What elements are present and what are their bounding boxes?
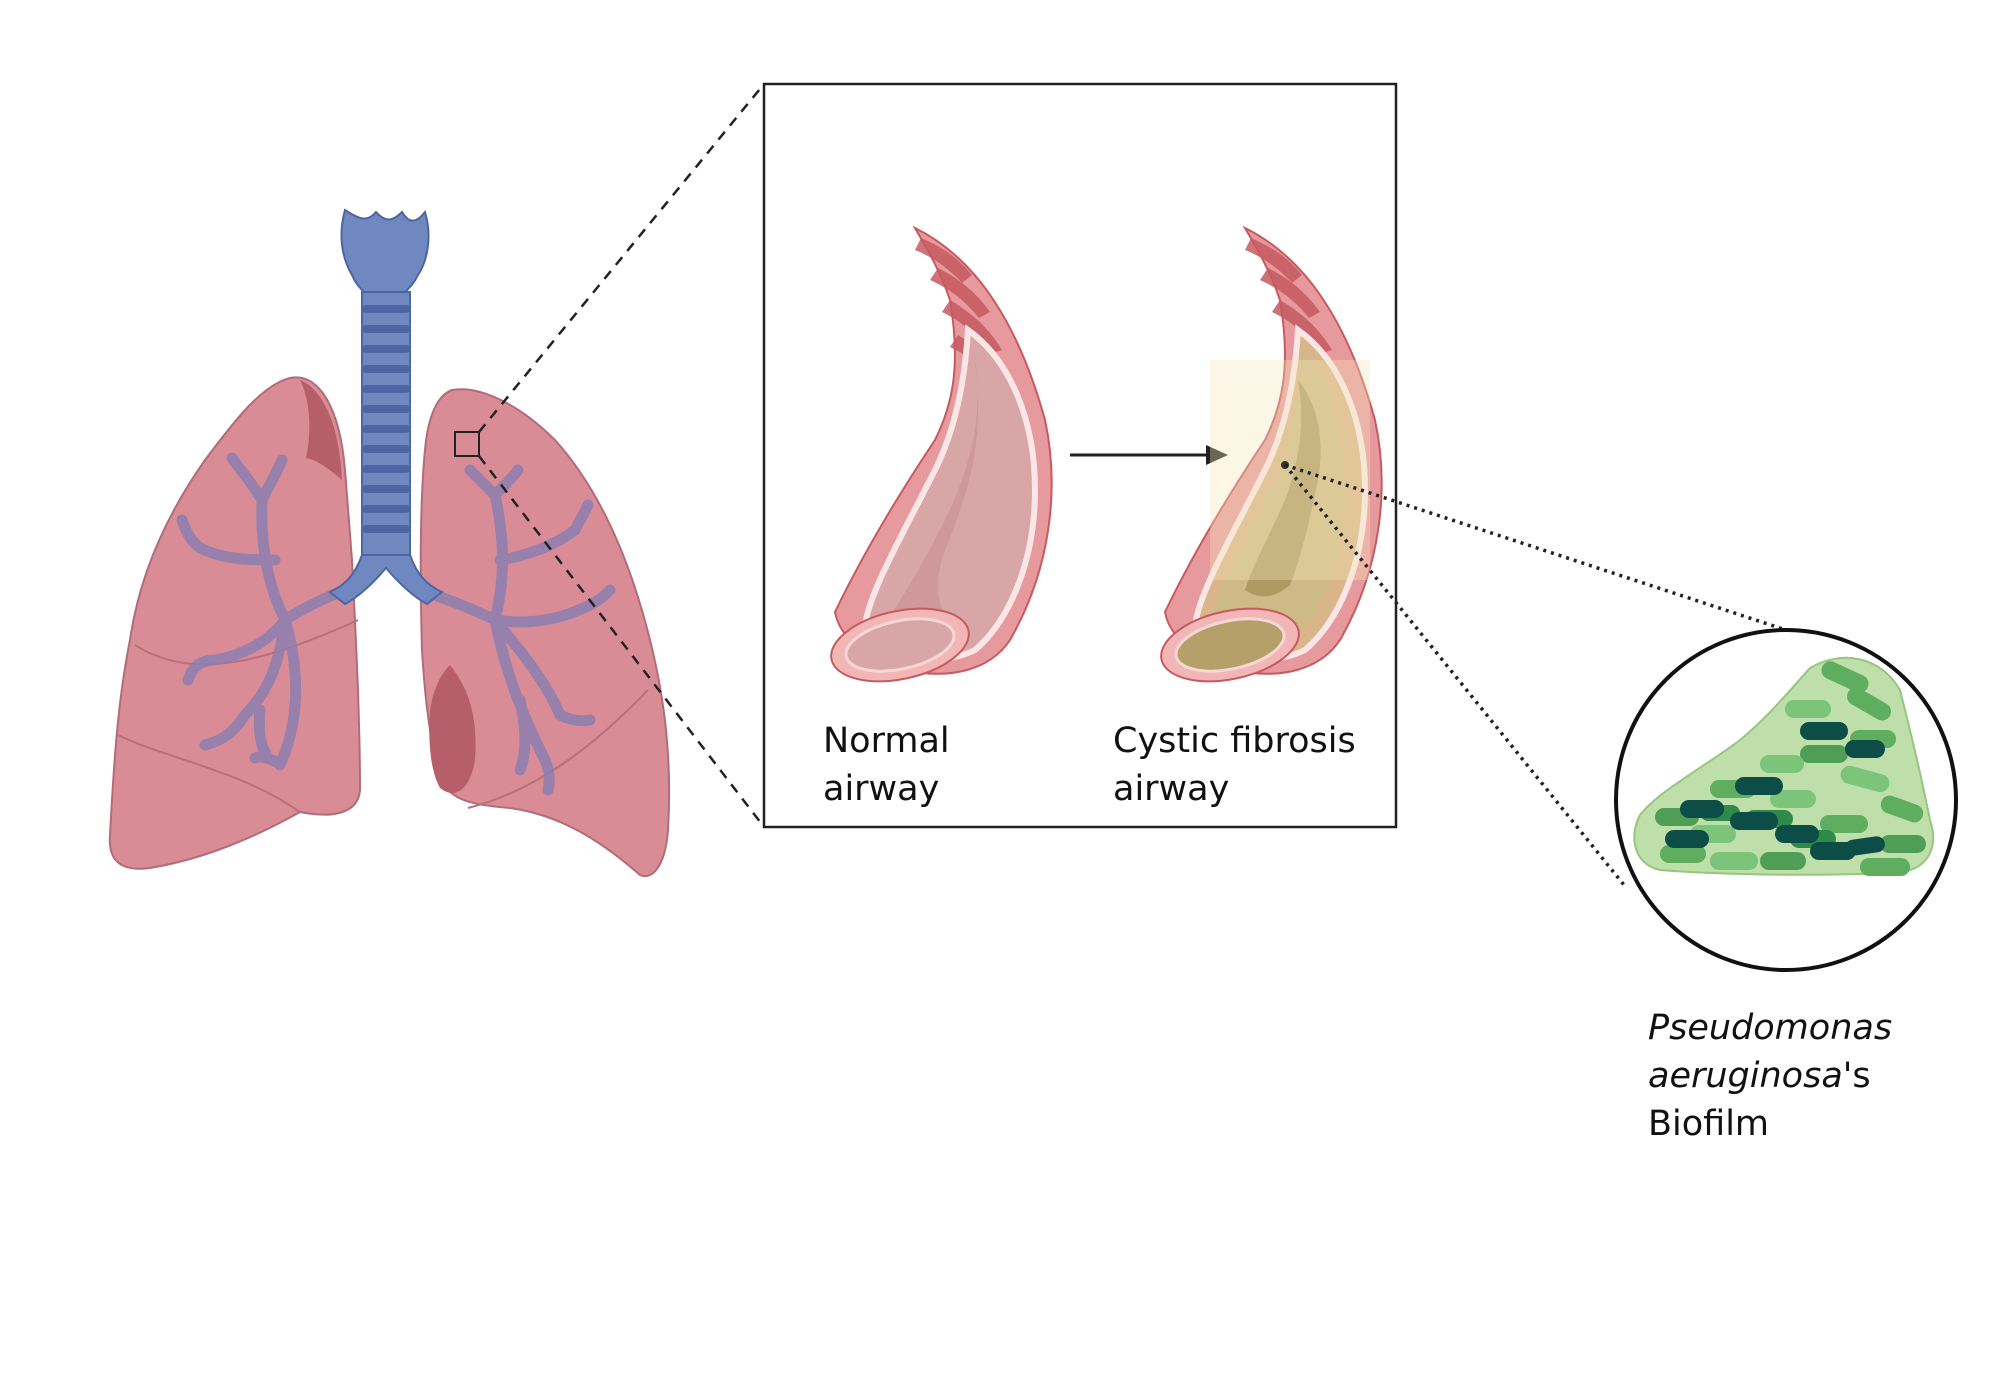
biofilm-magnified-view xyxy=(1614,628,1958,972)
zoom-lines-dashed xyxy=(478,83,765,828)
lungs-illustration xyxy=(108,208,671,878)
zoom-lines-dotted xyxy=(1283,463,1787,887)
cf-airway-label-line2: airway xyxy=(1113,769,1230,809)
left-lung-fissure xyxy=(467,689,649,809)
carina xyxy=(328,554,444,606)
normal-airway-label-line1: Normal xyxy=(823,721,950,761)
right-lung-shadow xyxy=(300,380,342,480)
left-bronchial-tree xyxy=(414,464,616,796)
biofilm-label: Pseudomonas aeruginosa's Biofilm xyxy=(1648,1004,1892,1148)
cf-airway-label-line1: Cystic fibrosis xyxy=(1113,721,1356,761)
cf-mucus-plug xyxy=(1245,380,1321,597)
trachea-rings xyxy=(362,305,410,533)
biofilm-label-line2: aeruginosa's xyxy=(1648,1052,1892,1100)
cf-highlight-band xyxy=(1210,360,1370,580)
right-lung-fissure xyxy=(117,619,359,813)
right-bronchial-tree xyxy=(176,452,351,771)
cf-airway-rings xyxy=(1245,238,1332,354)
cf-airway-label: Cystic fibrosis airway xyxy=(1113,717,1356,813)
normal-airway-label: Normal airway xyxy=(823,717,950,813)
progression-arrow xyxy=(1070,445,1228,465)
right-lung xyxy=(108,376,362,870)
trachea xyxy=(328,208,444,606)
left-lung xyxy=(419,388,671,878)
cf-airway-illustration xyxy=(1160,225,1383,683)
larynx xyxy=(340,208,430,304)
biofilm-label-genus: Pseudomonas xyxy=(1648,1008,1893,1048)
biofilm-label-line3: Biofilm xyxy=(1648,1104,1770,1144)
biofilm-label-species: aeruginosa xyxy=(1648,1056,1843,1096)
cf-airway-opening xyxy=(1174,617,1286,673)
normal-airway-opening xyxy=(844,617,956,673)
normal-airway-illustration xyxy=(830,225,1053,683)
zoom-region-box xyxy=(454,431,480,457)
left-lung-cardiac-notch xyxy=(429,665,476,793)
bacteria-cluster xyxy=(1655,661,1926,876)
normal-airway-label-line2: airway xyxy=(823,769,940,809)
biofilm-label-suffix: 's xyxy=(1842,1056,1871,1096)
